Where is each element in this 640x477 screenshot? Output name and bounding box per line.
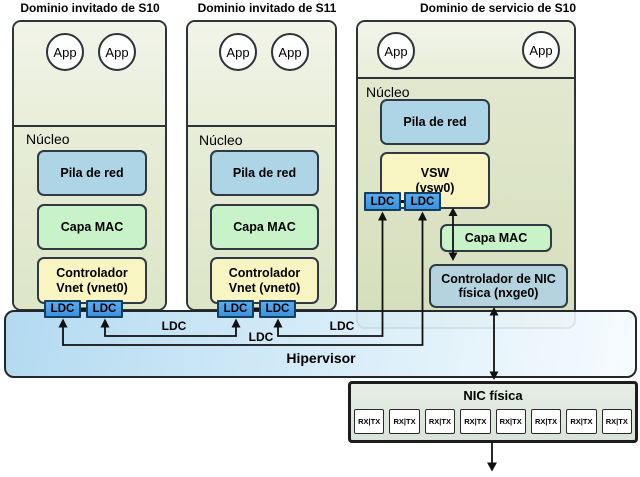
rx-tx-queue: RX|TX: [495, 409, 526, 434]
nic-queue-row: RX|TX RX|TX RX|TX RX|TX RX|TX RX|TX RX|T…: [354, 409, 632, 434]
ldc-endpoint: LDC: [217, 300, 254, 318]
ldc-channel-label: LDC: [161, 319, 187, 333]
kernel-label: Núcleo: [26, 131, 70, 147]
rx-tx-queue: RX|TX: [601, 409, 632, 434]
network-stack-box: Pila de red: [37, 150, 147, 196]
rx-tx-queue: RX|TX: [354, 409, 385, 434]
service-domain-box: App App Núcleo Pila de red VSW (vsw0) Ca…: [356, 20, 576, 329]
physical-nic-box: NIC física RX|TX RX|TX RX|TX RX|TX RX|TX…: [348, 381, 638, 443]
app-icon: App: [377, 32, 415, 70]
vnet-driver-box: Controlador Vnet (vnet0): [210, 257, 319, 304]
ldc-endpoint: LDC: [259, 300, 296, 318]
ldc-endpoint: LDC: [44, 300, 81, 318]
ldc-channel-label: LDC: [248, 330, 274, 344]
network-stack-box: Pila de red: [380, 99, 490, 145]
guest-domain-2-title: Dominio invitado de S11: [197, 1, 337, 15]
network-stack-box: Pila de red: [210, 150, 319, 196]
service-domain-title: Dominio de servicio de S10: [419, 1, 577, 15]
kernel-label: Núcleo: [366, 84, 410, 100]
ldc-endpoint: LDC: [404, 192, 441, 211]
mac-layer-box: Capa MAC: [37, 204, 147, 250]
guest-domain-1-user-section: [14, 22, 165, 127]
mac-layer-box: Capa MAC: [210, 204, 319, 250]
app-icon: App: [522, 31, 560, 69]
mac-layer-box: Capa MAC: [440, 224, 552, 252]
hypervisor-bar: [4, 310, 637, 378]
app-icon: App: [46, 33, 84, 71]
rx-tx-queue: RX|TX: [530, 409, 562, 434]
hypervisor-label: Hipervisor: [286, 350, 356, 366]
ldc-endpoint: LDC: [364, 192, 401, 211]
app-icon: App: [219, 33, 257, 71]
rx-tx-queue: RX|TX: [389, 409, 420, 434]
rx-tx-queue: RX|TX: [424, 409, 456, 434]
guest-domain-2-user-section: [188, 22, 335, 127]
rx-tx-queue: RX|TX: [460, 409, 491, 434]
guest-domain-1-title: Dominio invitado de S10: [20, 1, 160, 15]
guest-domain-2-box: App App Núcleo Pila de red Capa MAC Cont…: [186, 20, 337, 311]
vnet-driver-box: Controlador Vnet (vnet0): [37, 257, 147, 304]
app-icon: App: [98, 33, 136, 71]
kernel-label: Núcleo: [199, 132, 243, 148]
physical-nic-driver-box: Controlador de NIC física (nxge0): [429, 264, 568, 308]
guest-domain-1-box: App App Núcleo Pila de red Capa MAC Cont…: [12, 20, 167, 311]
rx-tx-queue: RX|TX: [566, 409, 597, 434]
ldc-channel-label: LDC: [329, 319, 355, 333]
physical-nic-title: NIC física: [463, 388, 523, 403]
app-icon: App: [271, 33, 309, 71]
ldc-endpoint: LDC: [86, 300, 123, 318]
